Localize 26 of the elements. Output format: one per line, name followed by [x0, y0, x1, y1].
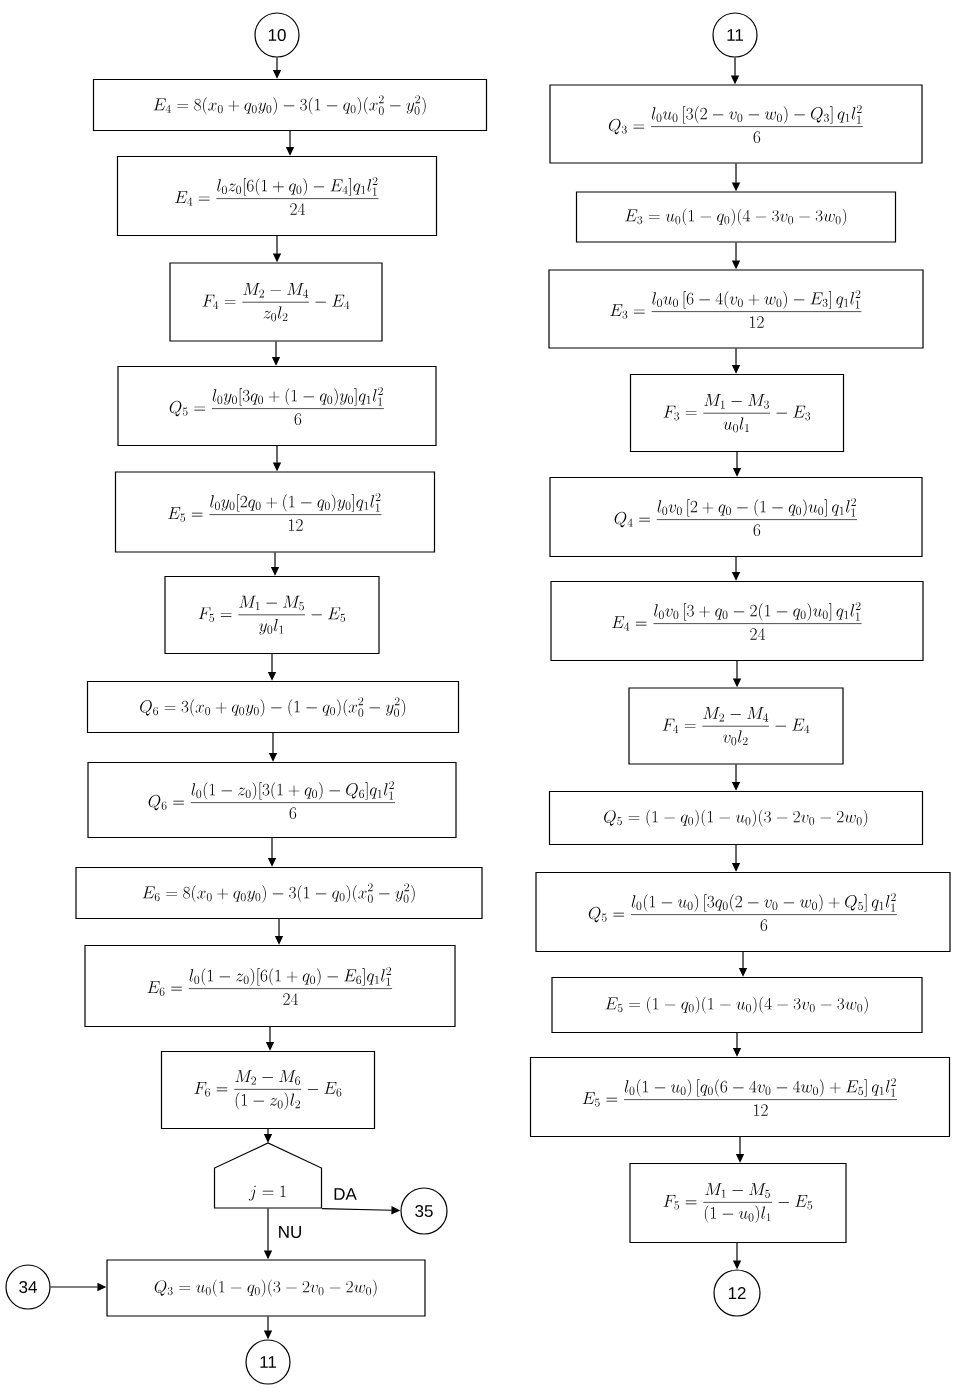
formula-box: $E_5 = \frac{l_0 (1-u_0) \left[q_0 (6 - 4v_0 - 4w_0) + E_5\right] q_1 l_1^2}{12}$ [529, 1056, 951, 1138]
formula-box: $E_6 = \frac{l_0 (1-z_0) [6(1+q_0) - E_6] q_1 l_1^2}{24}$ [84, 944, 456, 1028]
formula-box: $E_6 = 8(x_0 + q_0 y_0) - 3(1-q_0)(x_0^2 - y_0^2)$ [75, 866, 483, 920]
formula-box: $F_4 = \frac{M_2 - M_4}{z_0 l_2} - E_4$ [169, 262, 383, 342]
edge-label: DA [332, 1187, 358, 1201]
formula-box: $F_3 = \frac{M_1 - M_3}{u_0 l_1} - E_3$ [629, 373, 845, 453]
formula-box: $E_4 = \frac{l_0 z_0 [6(1+q_0) - E_4] q_1 l_1^2}{24}$ [116, 155, 438, 237]
formula-box: $Q_6 = 3(x_0 + q_0 y_0) - (1-q_0)(x_0^2 - y_0^2)$ [86, 680, 460, 734]
formula-box: $E_3 = \frac{l_0 u_0 \left[6 - 4(v_0 + w_0) - E_3\right] q_1 l_1^2}{12}$ [548, 269, 924, 349]
edge-label: NU [276, 1225, 304, 1239]
formula-box: $Q_3 = u_0 (1-q_0)(3 - 2v_0 - 2w_0)$ [106, 1259, 426, 1317]
formula-box: $Q_5 = (1-q_0)(1-u_0)(3 - 2v_0 - 2w_0)$ [548, 790, 924, 846]
formula-box: $E_5 = (1-q_0)(1-u_0)(4 - 3v_0 - 3w_0)$ [551, 976, 923, 1034]
formula-box: $E_4 = \frac{l_0 v_0 \left[3 + q_0 - 2(1-q_0) u_0\right] q_1 l_1^2}{24}$ [550, 580, 924, 662]
formula-box: $Q_5 = \frac{l_0 (1-u_0) \left[3q_0 (2 - v_0 - w_0) + Q_5\right] q_1 l_1^2}{6}$ [535, 871, 951, 953]
formula-box: $Q_6 = \frac{l_0 (1-z_0) [3(1+q_0) - Q_6] q_1 l_1^2}{6}$ [87, 761, 457, 839]
formula-box: $Q_5 = \frac{l_0 y_0 [3q_0 + (1-q_0) y_0] q_1 l_1^2}{6}$ [117, 365, 437, 447]
formula-box: $E_5 = \frac{l_0 y_0 [2q_0 + (1-q_0) y_0] q_1 l_1^2}{12}$ [114, 471, 436, 553]
formula-box: $E_4 = 8(x_0 + q_0 y_0) - 3(1-q_0)(x_0^2 - y_0^2)$ [92, 78, 488, 132]
formula-box: $Q_3 = \frac{l_0 u_0 \left[3(2 - v_0 - w_0) - Q_3\right] q_1 l_1^2}{6}$ [549, 84, 923, 164]
formula-box: $E_3 = u_0 (1-q_0)(4 - 3v_0 - 3w_0)$ [575, 191, 897, 243]
formula-box: $F_6 = \frac{M_2 - M_6}{(1-z_0) l_2} - E_6$ [160, 1050, 376, 1130]
formula-box: $Q_4 = \frac{l_0 v_0 \left[2 + q_0 - (1-q_0) u_0\right] q_1 l_1^2}{6}$ [549, 476, 923, 558]
formula-box: $F_5 = \frac{M_1 - M_5}{y_0 l_1} - E_5$ [164, 575, 380, 655]
formula-box: $F_4 = \frac{M_2 - M_4}{v_0 l_2} - E_4$ [628, 687, 844, 765]
formula-box: $F_5 = \frac{M_1 - M_5}{(1-u_0) l_1} - E_5$ [629, 1162, 847, 1244]
